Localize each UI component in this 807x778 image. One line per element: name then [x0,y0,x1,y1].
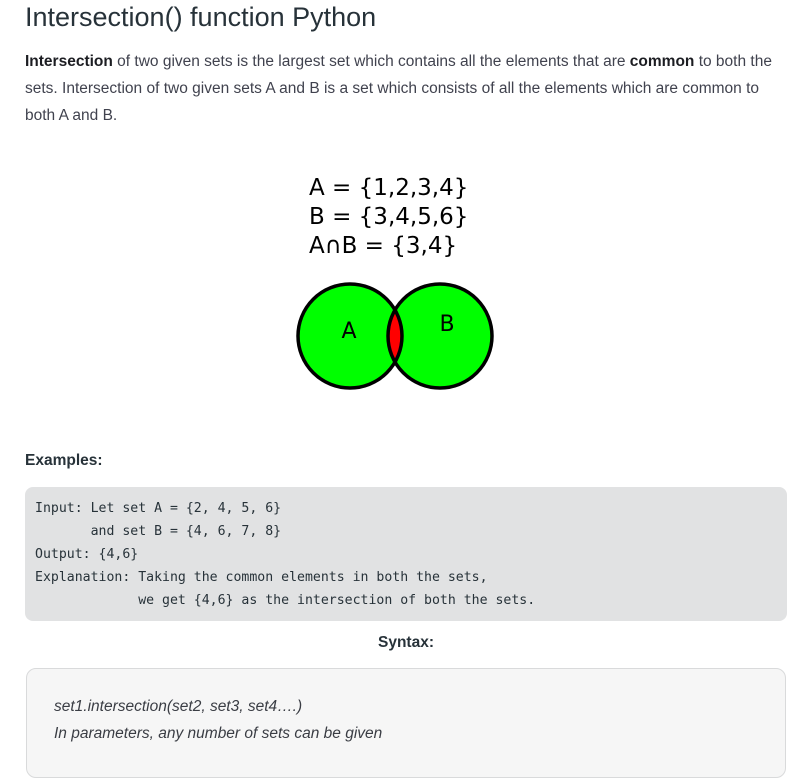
set-a-definition: A = {1,2,3,4} [309,175,468,201]
example-code-block: Input: Let set A = {2, 4, 5, 6} and set … [25,487,787,621]
venn-diagram-figure: A = {1,2,3,4} B = {3,4,5,6} A∩B = {3,4} … [290,168,520,408]
intro-text-1: of two given sets is the largest set whi… [112,53,630,70]
intro-text-2: to both the sets. Intersection of two gi… [25,53,772,124]
syntax-note: In parameters, any number of sets can be… [54,725,383,742]
set-a-label: A [341,319,356,344]
example-code: Input: Let set A = {2, 4, 5, 6} and set … [35,501,536,608]
article: Intersection() function Python Intersect… [25,2,787,778]
examples-heading: Examples: [25,452,103,469]
set-b-outline [386,282,494,390]
syntax-signature: set1.intersection(set2, set3, set4….) [54,698,303,715]
intro-term: Intersection [25,53,113,70]
intersection-definition: A∩B = {3,4} [309,233,457,259]
set-b-definition: B = {3,4,5,6} [309,204,468,230]
set-a-circle [298,284,402,388]
intro-emphasis: common [629,53,695,70]
intro-paragraph: Intersection of two given sets is the la… [25,48,785,129]
set-a-outline [296,282,404,390]
syntax-heading: Syntax: [378,634,434,651]
venn-diagram: A = {1,2,3,4} B = {3,4,5,6} A∩B = {3,4} … [296,175,494,390]
set-b-circle [388,284,492,388]
syntax-block: set1.intersection(set2, set3, set4….) In… [26,668,786,778]
set-b-label: B [439,312,454,337]
page-title: Intersection() function Python [25,2,377,32]
